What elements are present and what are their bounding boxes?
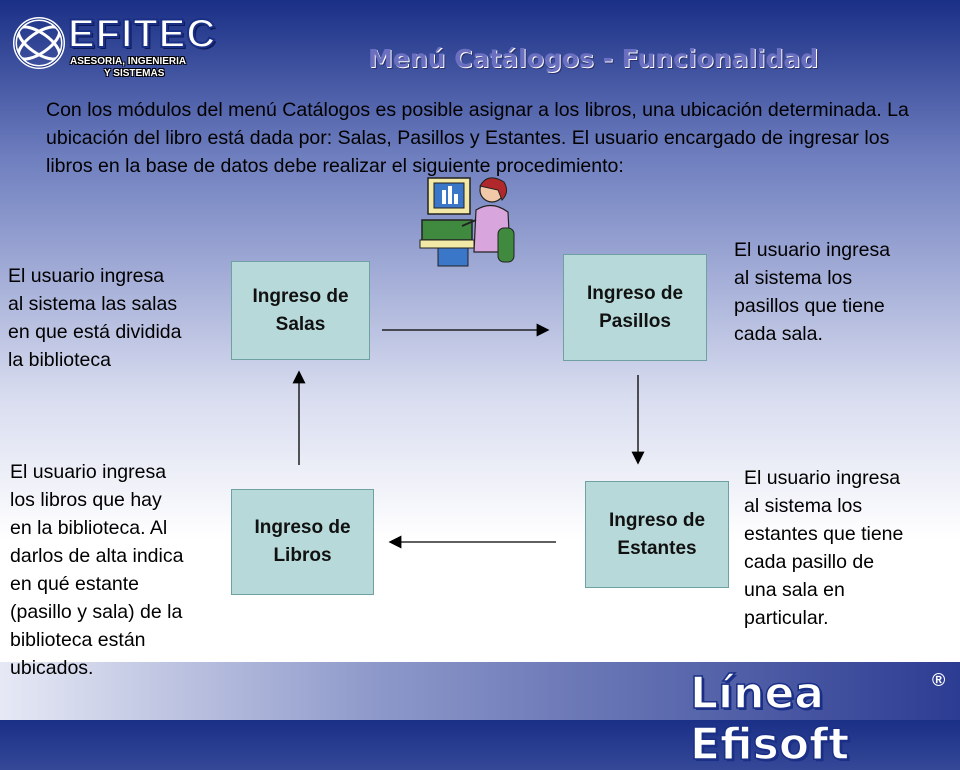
- note-line: cada sala.: [734, 323, 823, 345]
- note-line: darlos de alta indica: [10, 545, 184, 567]
- note-line: ubicados.: [10, 657, 94, 679]
- box-ingreso-libros: Ingreso de Libros: [231, 489, 374, 595]
- note-line: al sistema los: [744, 495, 863, 517]
- note-line: pasillos que tiene: [734, 295, 885, 317]
- note-line: en la biblioteca. Al: [10, 517, 168, 539]
- note-line: en qué estante: [10, 573, 140, 595]
- note-line: particular.: [744, 607, 829, 629]
- box-estantes-line2: Estantes: [617, 537, 697, 559]
- note-line: al sistema las salas: [8, 293, 178, 315]
- note-pasillos: El usuario ingresa al sistema los pasill…: [734, 236, 949, 348]
- note-line: El usuario ingresa: [744, 467, 901, 489]
- note-salas: El usuario ingresa al sistema las salas …: [8, 262, 223, 374]
- globe-logo-icon: [13, 17, 65, 69]
- note-line: cada pasillo de: [744, 551, 875, 573]
- box-ingreso-estantes: Ingreso de Estantes: [585, 481, 729, 588]
- logo-name: EFITEC: [67, 11, 217, 57]
- logo-subtitle-1: ASESORIA, INGENIERIA: [70, 56, 187, 67]
- box-pasillos-line1: Ingreso de: [586, 282, 684, 304]
- box-ingreso-salas: Ingreso de Salas: [231, 261, 370, 360]
- box-libros-line1: Ingreso de: [254, 517, 351, 538]
- note-line: El usuario ingresa: [734, 239, 891, 261]
- box-pasillos-line2: Pasillos: [599, 310, 671, 332]
- box-salas-line1: Ingreso de: [252, 285, 349, 307]
- logo-subtitle-2: Y SISTEMAS: [104, 68, 165, 79]
- footer-brand-logo: Línea Efisoft: [689, 667, 850, 770]
- note-libros: El usuario ingresa los libros que hay en…: [10, 458, 230, 682]
- box-ingreso-pasillos: Ingreso de Pasillos: [563, 254, 707, 361]
- note-line: El usuario ingresa: [10, 461, 167, 483]
- intro-paragraph: Con los módulos del menú Catálogos es po…: [46, 99, 909, 177]
- flow-arrows: [292, 323, 645, 549]
- footer-band: [0, 662, 960, 720]
- box-estantes-line1: Ingreso de: [608, 509, 706, 531]
- note-line: al sistema los: [734, 267, 853, 289]
- slide-title: Menú Catálogos - Funcionalidad: [368, 44, 819, 73]
- box-salas-line2: Salas: [275, 313, 326, 335]
- note-line: estantes que tiene: [744, 523, 904, 545]
- computer-user-icon: [419, 177, 515, 267]
- note-estantes: El usuario ingresa al sistema los estant…: [744, 464, 954, 632]
- box-libros-line2: Libros: [273, 545, 332, 566]
- registered-mark: ®: [932, 670, 946, 690]
- note-line: en que está dividida: [8, 321, 182, 343]
- note-line: biblioteca están: [10, 629, 146, 651]
- efitec-logo: EFITEC ASESORIA, INGENIERIA Y SISTEMAS: [12, 11, 216, 82]
- note-line: una sala en: [744, 579, 845, 601]
- note-line: los libros que hay: [10, 489, 162, 511]
- note-line: El usuario ingresa: [8, 265, 165, 287]
- note-line: (pasillo y sala) de la: [10, 601, 183, 623]
- note-line: la biblioteca: [8, 349, 111, 371]
